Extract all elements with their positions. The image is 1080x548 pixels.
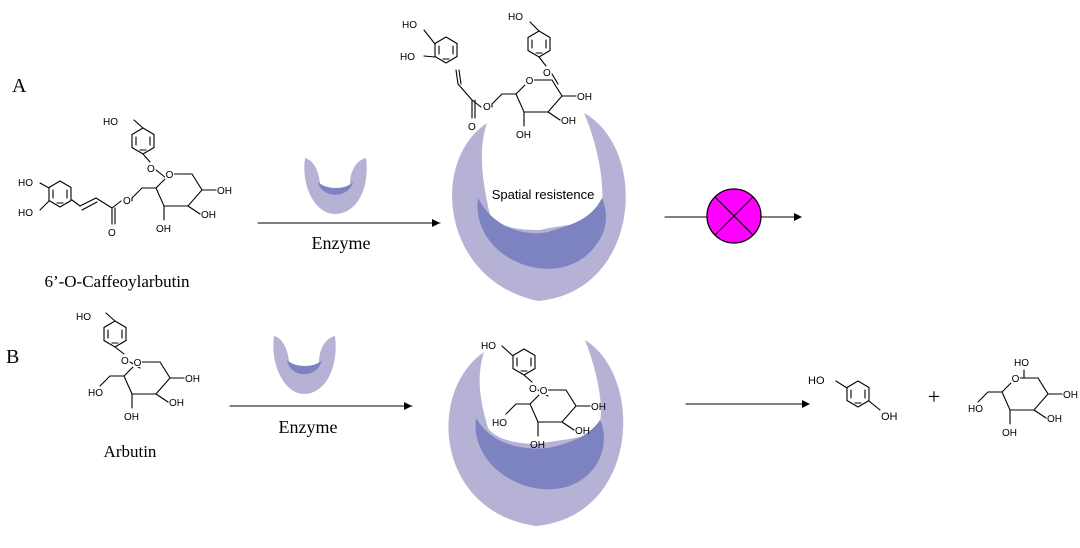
enzyme-complex-b: [448, 340, 624, 526]
molecule-caffeoylarbutin-a: HO O O O HO HO: [18, 117, 233, 239]
hydroxyl-label: HO: [88, 388, 103, 399]
hydroxyl-label: HO: [492, 418, 507, 429]
enzyme-active-site: [287, 360, 322, 375]
substrate-name-b: Arbutin: [104, 442, 157, 461]
enzyme-label-a: Enzyme: [312, 233, 371, 253]
hydroxyl-label: HO: [18, 178, 33, 189]
hydroxyl-label: HO: [968, 404, 983, 415]
carbonyl-oxygen: O: [468, 122, 476, 133]
enzyme-outer-shell: [304, 158, 367, 214]
hydroxyl-label: HO: [508, 12, 523, 23]
panel-a-letter: A: [12, 75, 27, 97]
hydroxyl-label: OH: [881, 411, 898, 423]
enzyme-label-b: Enzyme: [279, 417, 338, 437]
hydroxyl-label: HO: [481, 341, 496, 352]
enzyme-complex-a: Spatial resistence: [452, 113, 626, 301]
hydroxyl-label: HO: [808, 375, 825, 387]
molecule-arbutin-b: HO O HO: [76, 312, 201, 424]
enzyme-active-site: [318, 182, 353, 195]
enzyme-small-a: [304, 158, 367, 214]
substrate-name-a: 6’-O-Caffeoylarbutin: [44, 272, 190, 291]
panel-b-letter: B: [6, 346, 19, 368]
hydroxyl-label: HO: [400, 52, 415, 63]
enzyme-small-b: [273, 336, 336, 394]
ester-oxygen: O: [483, 102, 491, 113]
glycosidic-oxygen: O: [529, 384, 537, 395]
hydroxyl-label: HO: [1014, 358, 1029, 369]
hydroxyl-label: HO: [103, 117, 118, 128]
hydroxyl-label: HO: [76, 312, 91, 323]
hydroxyl-label: HO: [402, 20, 417, 31]
molecule-arbutin-bound: HO O HO: [481, 341, 607, 452]
product-hydroquinone: HO OH: [808, 375, 898, 423]
reaction-blocked-marker: [706, 188, 762, 244]
molecule-caffeoylarbutin-bound: HO O O O HO HO: [400, 12, 593, 142]
plus-sign: +: [928, 384, 940, 409]
glycosidic-oxygen: O: [543, 68, 551, 79]
steric-annotation: Spatial resistence: [492, 187, 595, 202]
glycosidic-oxygen: O: [147, 164, 155, 175]
enzyme-active-site: [475, 418, 604, 490]
hydroxyl-label: HO: [18, 208, 33, 219]
ester-oxygen: O: [123, 196, 131, 207]
carbonyl-oxygen: O: [108, 228, 116, 239]
glycosidic-oxygen: O: [121, 356, 129, 367]
product-glucose: HO HO: [968, 358, 1079, 440]
enzyme-active-site: [477, 198, 606, 269]
enzyme-outer-shell: [273, 336, 336, 394]
